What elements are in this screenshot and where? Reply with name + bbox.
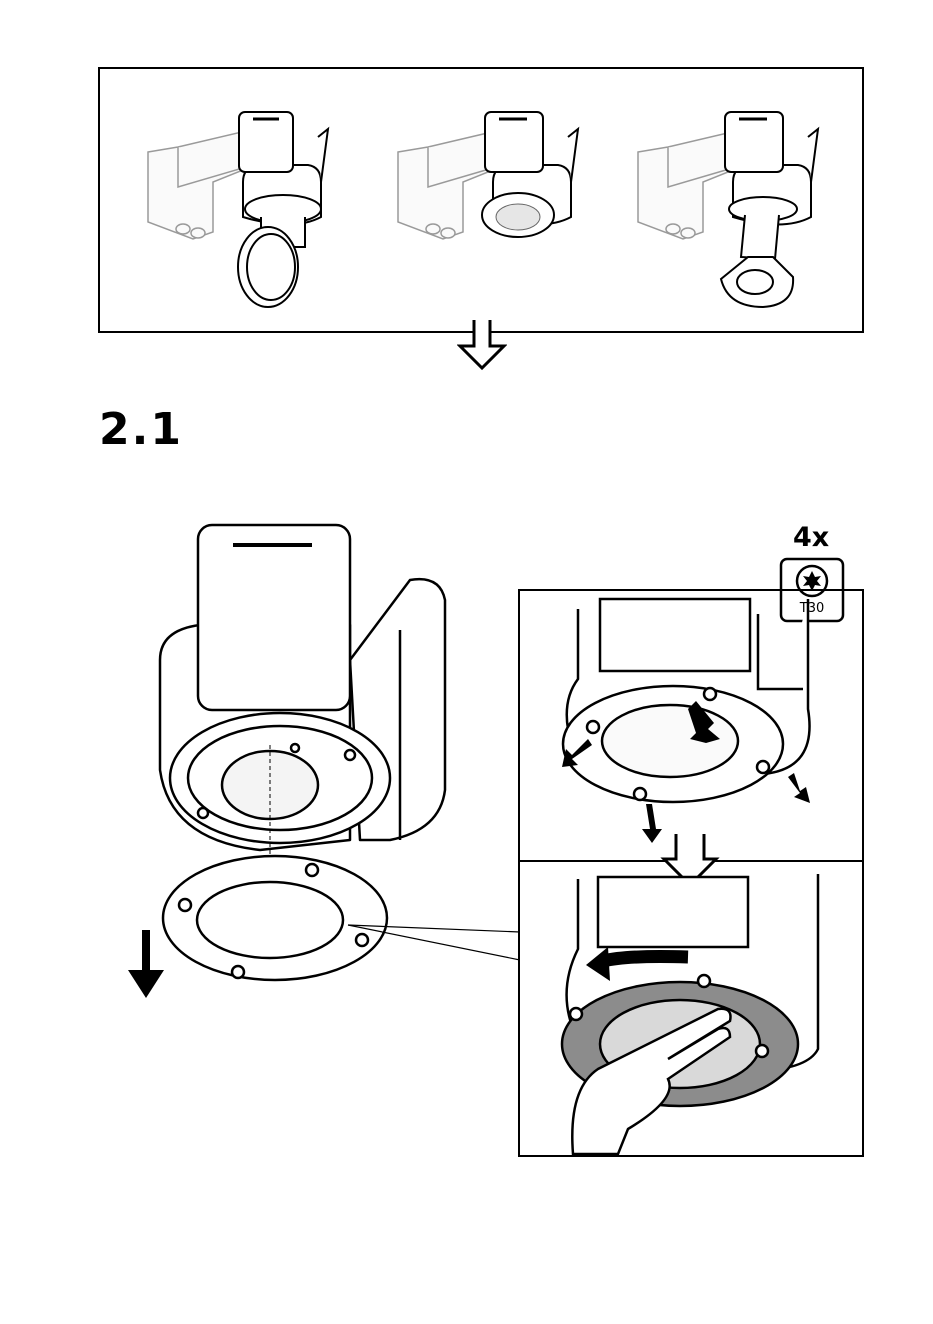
rotate-remove-detail-illustration <box>562 874 818 1154</box>
next-step-arrow-icon <box>457 318 507 372</box>
tool-quantity: 4x <box>793 522 829 554</box>
detail-panel <box>518 589 864 1157</box>
unscrew-detail-illustration <box>563 599 810 802</box>
camera-main-illustration <box>100 520 520 1040</box>
camera-with-cover-illustration <box>148 112 328 307</box>
step-number: 2.1 <box>99 404 183 456</box>
cover-ring-illustration <box>163 856 387 980</box>
camera-with-horn-speaker-illustration <box>638 112 818 307</box>
accessory-options-panel <box>98 67 864 333</box>
rotate-arrow-icon <box>586 947 688 981</box>
remove-down-arrow-icon <box>128 930 164 998</box>
camera-with-speaker-illustration <box>398 112 578 239</box>
